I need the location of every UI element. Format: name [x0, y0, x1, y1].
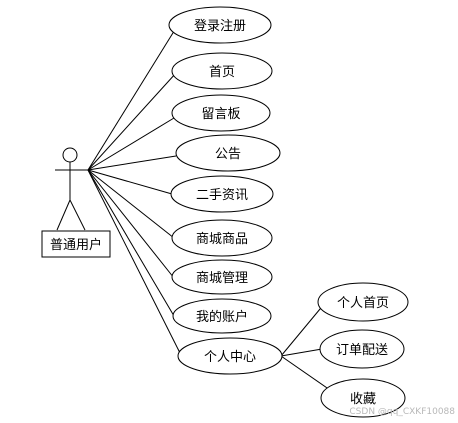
use-case-register-shape	[168, 6, 272, 44]
use-case-mall-goods-label: 商城商品	[196, 232, 248, 247]
use-case-my-account-shape	[172, 298, 272, 334]
use-case-notice-label: 公告	[215, 147, 241, 162]
watermark-text: CSDN @qq_CXKF10088	[349, 407, 455, 417]
actor-label-box	[41, 230, 111, 258]
actor-label: 普通用户	[50, 237, 102, 253]
actor-left-leg	[56, 199, 71, 231]
actor-head	[62, 147, 78, 163]
use-case-register[interactable]: 登录注册	[168, 6, 272, 44]
use-case-mall-goods-shape	[171, 219, 273, 257]
use-case-order-delivery-shape	[319, 329, 405, 369]
use-case-register-label: 登录注册	[194, 19, 246, 34]
use-case-my-account-label: 我的账户	[196, 309, 248, 325]
use-case-order-delivery[interactable]: 订单配送	[319, 329, 405, 369]
use-case-home-shape	[171, 52, 273, 90]
line-notice	[87, 155, 177, 171]
use-case-favorites-shape	[320, 378, 406, 418]
use-case-mall-goods[interactable]: 商城商品	[171, 219, 273, 257]
line-personal-center	[87, 169, 182, 356]
use-case-favorites-label: 收藏	[350, 392, 376, 407]
line-mall-goods	[87, 169, 175, 239]
line-home	[87, 72, 177, 171]
line-second-hand	[87, 169, 173, 195]
use-case-mall-manage[interactable]: 商城管理	[171, 259, 273, 295]
use-case-second-hand-shape	[170, 175, 274, 213]
use-case-mall-manage-shape	[171, 259, 273, 295]
use-case-second-hand[interactable]: 二手资讯	[170, 175, 274, 213]
use-case-home-label: 首页	[209, 65, 235, 80]
use-case-personal-home-shape	[317, 282, 409, 322]
actor-figure	[55, 147, 88, 231]
use-case-message-board-shape	[171, 94, 271, 132]
line-order-delivery	[280, 348, 323, 357]
use-case-message-board-label: 留言板	[201, 107, 240, 122]
line-register	[87, 27, 177, 171]
use-case-personal-center-label: 个人中心	[204, 350, 256, 365]
line-favorites	[280, 355, 331, 391]
use-case-favorites[interactable]: 收藏	[320, 378, 406, 418]
use-case-second-hand-label: 二手资讯	[196, 188, 248, 203]
use-case-notice-shape	[175, 134, 281, 172]
use-case-personal-home-label: 个人首页	[337, 296, 389, 311]
use-case-my-account[interactable]: 我的账户	[172, 298, 272, 334]
actor-right-leg	[69, 199, 86, 231]
use-case-message-board[interactable]: 留言板	[171, 94, 271, 132]
use-case-notice[interactable]: 公告	[175, 134, 281, 172]
use-case-order-delivery-label: 订单配送	[336, 343, 388, 358]
use-case-personal-center-shape	[177, 337, 283, 375]
association-lines	[87, 27, 331, 391]
use-case-home[interactable]: 首页	[171, 52, 273, 90]
line-my-account	[87, 169, 175, 317]
line-mall-manage	[87, 169, 175, 279]
use-case-personal-center[interactable]: 个人中心	[177, 337, 283, 375]
line-message-board	[87, 117, 175, 171]
use-case-personal-home[interactable]: 个人首页	[317, 282, 409, 322]
line-personal-home	[280, 302, 326, 357]
use-case-mall-manage-label: 商城管理	[196, 271, 248, 286]
